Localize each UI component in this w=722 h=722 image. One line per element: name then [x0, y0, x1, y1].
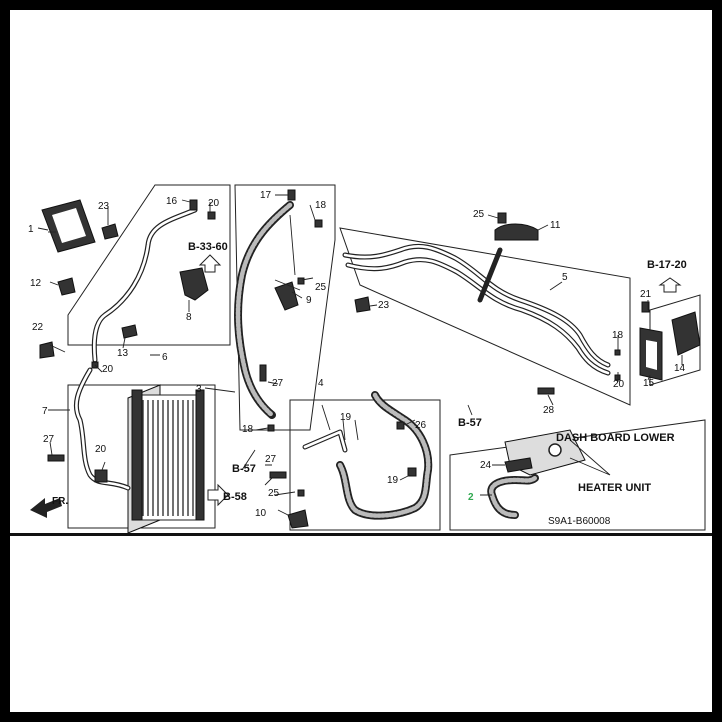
leader-lines — [37, 194, 683, 516]
ref-arrow-b1720 — [658, 277, 682, 293]
callout-5: 5 — [562, 272, 568, 283]
label-plate-part — [41, 199, 96, 253]
part-23-upper — [101, 223, 119, 240]
direction-arrow — [30, 498, 62, 518]
part-13 — [121, 324, 138, 339]
callout-13: 13 — [117, 348, 129, 359]
part-23-lower — [354, 296, 371, 313]
callout-7: 7 — [42, 406, 48, 417]
part-22 — [39, 341, 55, 359]
callout-27-c: 27 — [265, 454, 277, 465]
callout-18-b: 18 — [242, 424, 254, 435]
callout-20-b: 20 — [102, 364, 114, 375]
callout-23: 23 — [98, 201, 110, 212]
group-box-7 — [67, 384, 216, 529]
callout-14: 14 — [674, 363, 686, 374]
callout-20-c: 20 — [95, 444, 107, 455]
callout-1: 1 — [28, 224, 34, 235]
callout-6: 6 — [162, 352, 168, 363]
callout-26: 26 — [415, 420, 427, 431]
callout-10: 10 — [255, 508, 267, 519]
callout-18: 18 — [315, 200, 327, 211]
callout-18-c: 18 — [612, 330, 624, 341]
label-heater-unit: HEATER UNIT — [578, 482, 651, 494]
callout-2: 2 — [468, 492, 474, 503]
callout-24: 24 — [480, 460, 492, 471]
callout-9: 9 — [306, 295, 312, 306]
group-box-3 — [234, 184, 336, 431]
callout-20-d: 20 — [613, 379, 625, 390]
label-part-code: S9A1-B60008 — [548, 516, 611, 527]
pipe-4 — [302, 429, 348, 453]
group-box-4 — [289, 399, 441, 531]
callout-11: 11 — [550, 220, 561, 231]
callout-25-b: 25 — [315, 282, 327, 293]
callout-28: 28 — [543, 405, 555, 416]
fastener-parts — [47, 189, 650, 497]
callout-20: 20 — [208, 198, 220, 209]
callout-19-b: 19 — [387, 475, 399, 486]
group-box-6 — [67, 184, 231, 346]
callout-17: 17 — [260, 190, 272, 201]
part-15 — [639, 327, 663, 381]
part-24 — [504, 457, 533, 473]
part-14 — [671, 311, 701, 356]
ref-arrow-b3360 — [198, 254, 222, 273]
ac-hose-pipe-diagram: 1 2 3 4 5 6 7 8 9 10 11 12 13 14 15 16 1… — [28, 184, 706, 534]
callout-23-b: 23 — [378, 300, 390, 311]
callout-25: 25 — [473, 209, 485, 220]
group-box-heater — [449, 419, 706, 531]
callout-3: 3 — [196, 384, 202, 395]
label-dash-board-lower: DASH BOARD LOWER — [556, 432, 675, 444]
ref-b58: B-58 — [223, 491, 247, 503]
label-direction: FR. — [52, 496, 68, 507]
callout-22: 22 — [32, 322, 44, 333]
part-9 — [274, 281, 299, 311]
ref-b57-left: B-57 — [232, 463, 256, 475]
ref-arrow-b58 — [207, 483, 229, 507]
callout-27: 27 — [43, 434, 55, 445]
divider-line — [10, 533, 712, 536]
callout-25-c: 25 — [268, 488, 280, 499]
part-11 — [494, 223, 539, 241]
part-8 — [179, 267, 209, 301]
callout-16: 16 — [166, 196, 178, 207]
ref-b57-right: B-57 — [458, 417, 482, 429]
callout-27-b: 27 — [272, 378, 284, 389]
callout-12: 12 — [30, 278, 42, 289]
callout-15: 15 — [643, 378, 655, 389]
hose-4 — [336, 391, 433, 520]
ref-b3360: B-33-60 — [188, 241, 228, 253]
callout-8: 8 — [186, 312, 192, 323]
diagram-frame: 1 2 3 4 5 6 7 8 9 10 11 12 13 14 15 16 1… — [10, 10, 712, 712]
ref-b1720: B-17-20 — [647, 259, 687, 271]
callout-4: 4 — [318, 378, 324, 389]
part-10 — [287, 509, 309, 529]
callout-21: 21 — [640, 289, 652, 300]
condenser-part — [127, 384, 205, 534]
callout-19: 19 — [340, 412, 352, 423]
part-12 — [57, 277, 76, 296]
